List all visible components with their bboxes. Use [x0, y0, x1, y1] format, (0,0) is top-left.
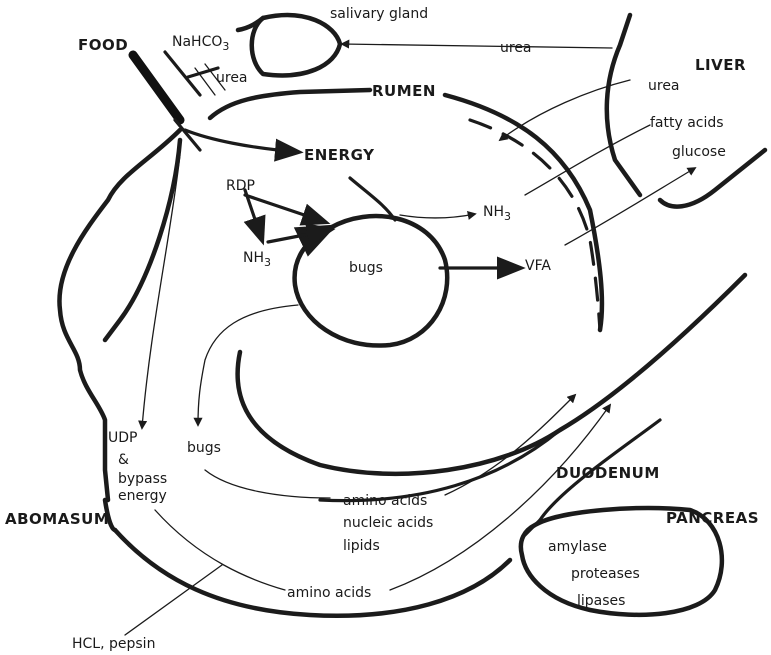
esophagus	[133, 52, 225, 150]
duodenum-label: DUODENUM	[556, 464, 660, 482]
food-label: FOOD	[78, 36, 128, 54]
nh3-right-label: NH3	[483, 204, 511, 223]
lipases-label: lipases	[577, 593, 625, 609]
nucleic-acids-label: nucleic acids	[343, 515, 433, 531]
energy-label: ENERGY	[304, 146, 375, 164]
rdp-label: RDP	[226, 178, 255, 194]
fatty-acids-label: fatty acids	[650, 115, 724, 131]
bugs-circle	[295, 216, 448, 345]
urea-top-label: urea	[500, 40, 532, 56]
amino-acids-label-1: amino acids	[343, 493, 427, 509]
nh3-left-label: NH3	[243, 250, 271, 269]
pancreas-label: PANCREAS	[666, 509, 759, 527]
nahco3-label: NaHCO3	[172, 34, 229, 53]
bypass-label: bypass	[118, 471, 167, 487]
amino-acids-label-2: amino acids	[287, 585, 371, 601]
lipids-label: lipids	[343, 538, 380, 554]
bugs-rumen-label: bugs	[349, 260, 383, 276]
udp-label: UDP	[108, 430, 137, 446]
liver-label: LIVER	[695, 56, 746, 74]
abomasum-label: ABOMASUM	[5, 510, 109, 528]
salivary-gland-shape	[238, 15, 340, 75]
urea-near-food-label: urea	[216, 70, 248, 86]
urea-liver-label: urea	[648, 78, 680, 94]
hcl-pepsin-label: HCL, pepsin	[72, 636, 155, 652]
vfa-label: VFA	[525, 258, 551, 274]
amylase-label: amylase	[548, 539, 607, 555]
rumen-label: RUMEN	[372, 82, 436, 100]
salivary-gland-label: salivary gland	[330, 6, 428, 22]
proteases-label: proteases	[571, 566, 640, 582]
liver-outline	[607, 15, 765, 207]
glucose-label: glucose	[672, 144, 726, 160]
energy-lower-label: energy	[118, 488, 167, 504]
bugs-lower-label: bugs	[187, 440, 221, 456]
rumen-wall-dashed	[470, 120, 600, 330]
ampersand-label: &	[118, 452, 129, 468]
